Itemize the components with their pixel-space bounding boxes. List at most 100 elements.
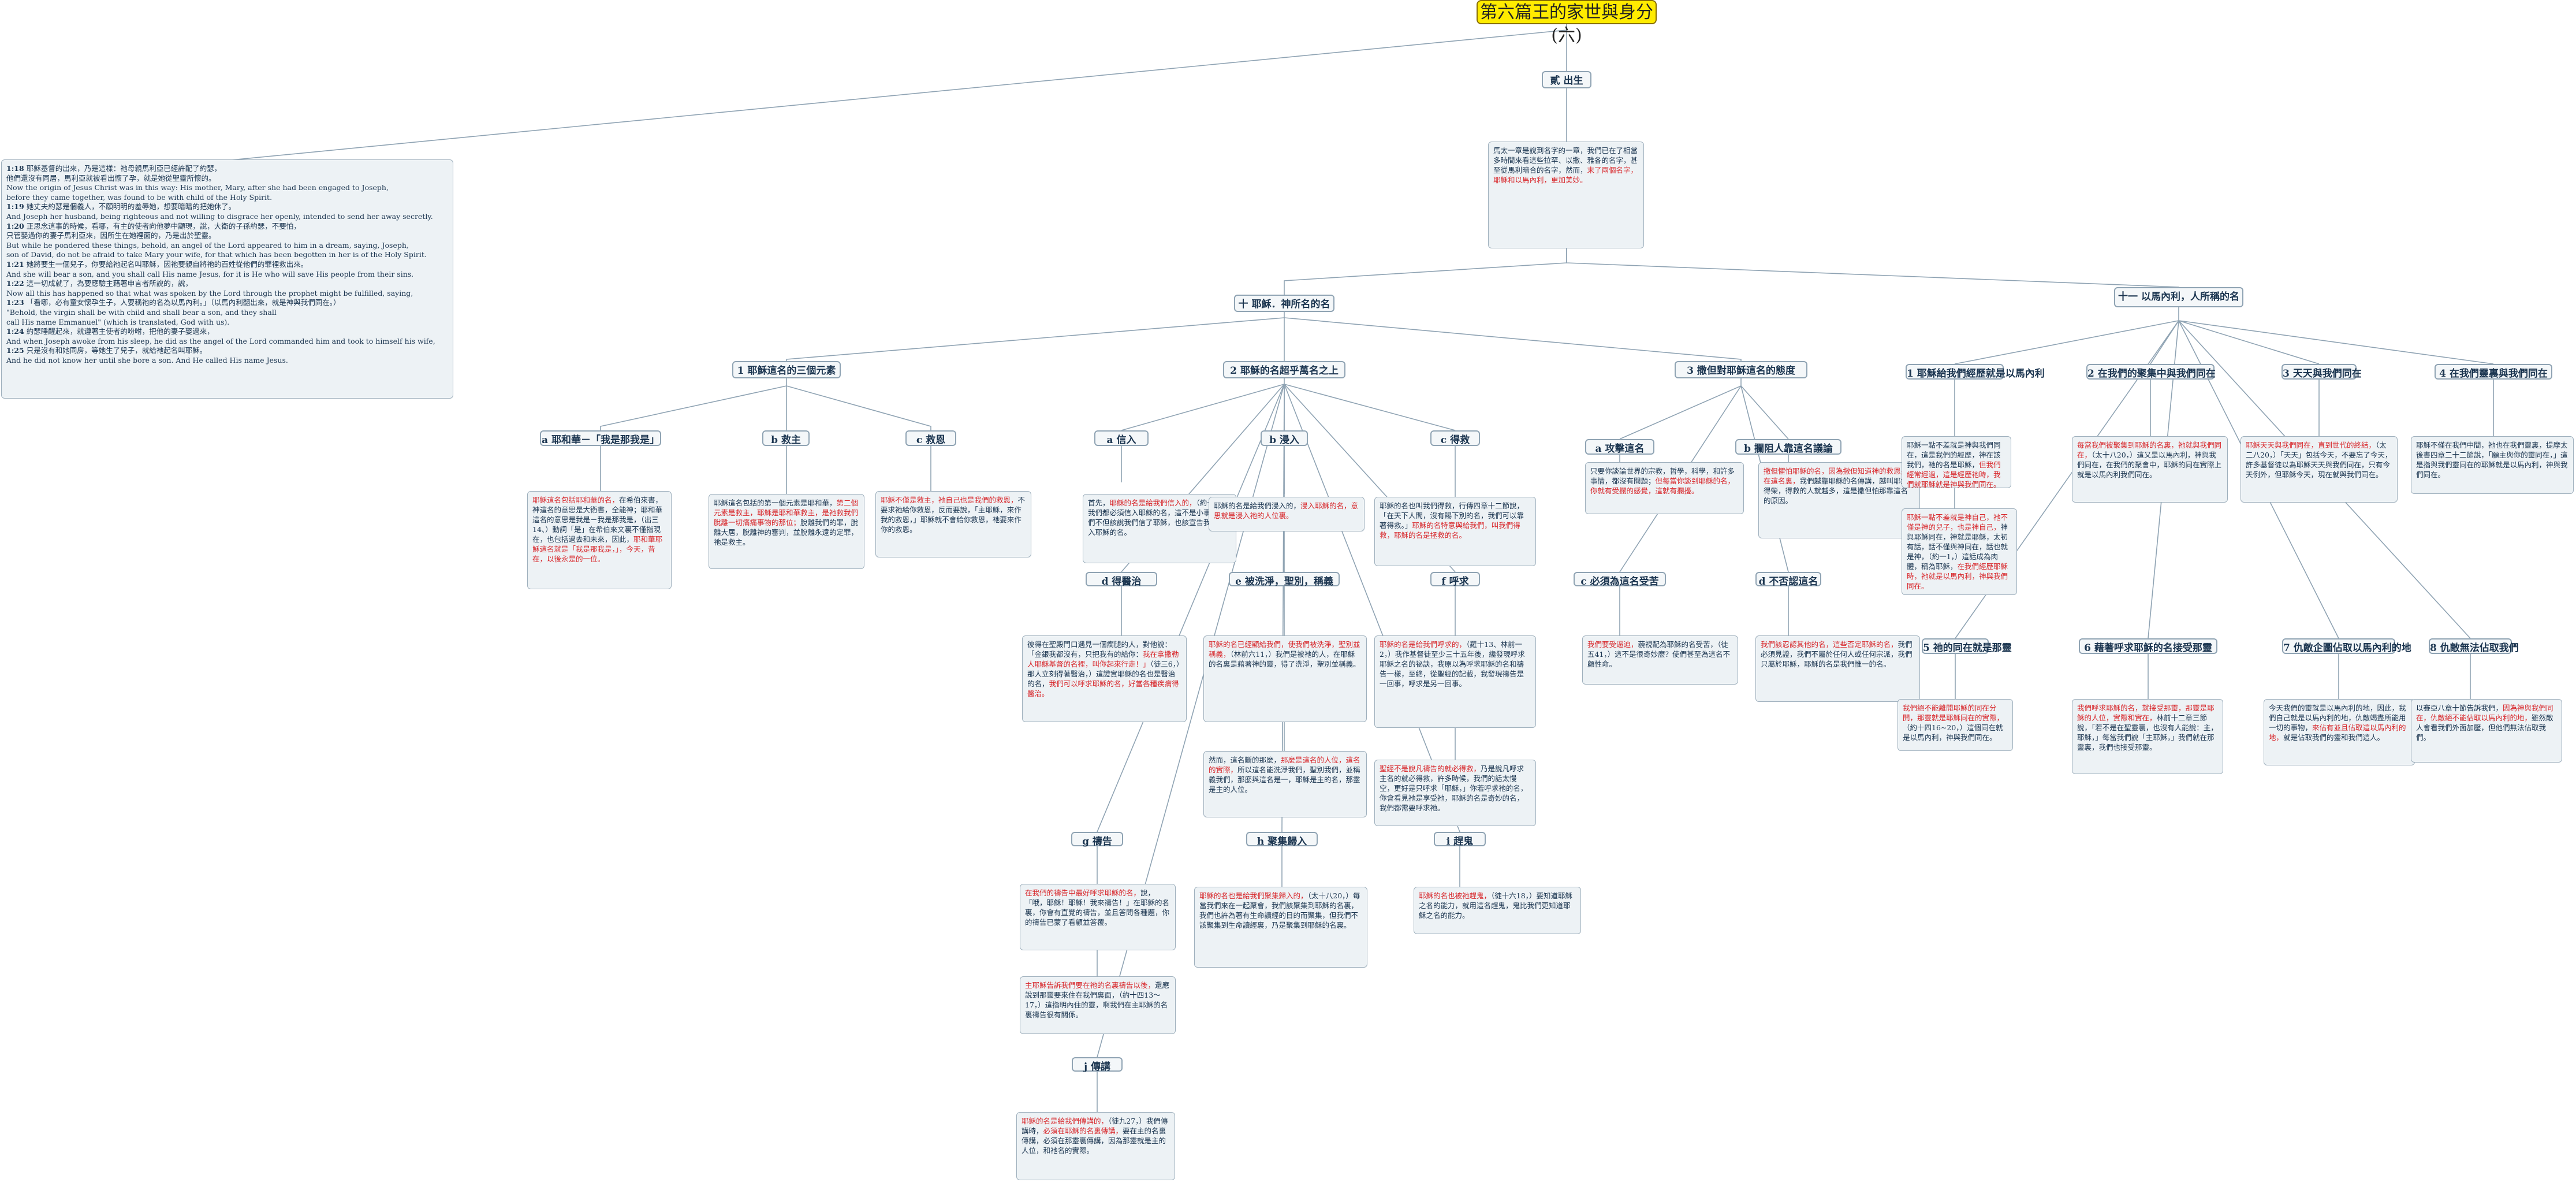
note-gather-into[interactable]: 耶穌的名也是給我們聚集歸入的，（太十八20，）每當我們來在一起聚會，我們該聚集到… <box>1194 887 1367 968</box>
scripture-line: 1:22 這一切成就了，為要應驗主藉著申言者所說的，說， <box>6 279 448 289</box>
note-text-segment: 每當我們被聚集到耶穌的名裏，祂就與我們同在， <box>2077 441 2222 459</box>
note-text-segment: 在我們的禱告中最好呼求耶穌的名， <box>1025 888 1141 897</box>
topic-healing[interactable]: d 得醫治 <box>1086 572 1157 588</box>
topic-not-deny-name[interactable]: d 不否認這名 <box>1755 572 1821 588</box>
note-experience-emmanuel[interactable]: 耶穌一點不差就是神與我們同在，這是我們的經歷，神在該我們，祂的名是耶穌，但我們經… <box>1902 436 2011 488</box>
note-call-on[interactable]: 耶穌的名是給我們呼求的，（羅十13、林前一2，）我作基督徒至少三十五年後，纔發現… <box>1374 635 1536 728</box>
note-washed-sanctified[interactable]: 耶穌的名已經顯給我們，使我們被洗淨，聖別並稱義，（林前六11，）我們是被祂的人，… <box>1203 635 1367 722</box>
note-text-segment: （羅十13、林前一2，）我作基督徒至少三十五年後，纔發現呼求耶穌之名的祕訣，我原… <box>1380 640 1525 688</box>
note-pray[interactable]: 在我們的禱告中最好呼求耶穌的名，說，「哦，耶穌！耶穌！我來禱告！」在耶穌的名裏，… <box>1020 884 1176 950</box>
note-text-segment: 藐視配為耶穌的名受苦，（徒五41，）這不是很奇妙麼？使們甚至為這名不顧性命。 <box>1587 640 1731 668</box>
note-savior[interactable]: 耶穌這名包括的第一個元素是耶和華，第二個元素是救主，耶穌是耶和華救主，是祂救我們… <box>709 494 864 569</box>
note-in-our-spirit[interactable]: 耶穌不僅在我們中間，祂也在我們靈裏，提摩太後書四章二十二節說，「願主與你的靈同在… <box>2411 436 2574 494</box>
note-healing[interactable]: 彼得在聖殿門口遇見一個瘸腿的人，對他說：「金銀我都沒有，只把我有的給你：我在拿撒… <box>1022 635 1187 722</box>
note-not-deny-name[interactable]: 我們該忍認其他的名，這些否定耶穌的名，我們必須見證，我們不屬於任何人或任何宗派，… <box>1755 635 1920 702</box>
note-call-on-2[interactable]: 聖經不是說凡禱告的就必得救，乃是說凡呼求主名的就必得救，許多時候，我們的話太慢空… <box>1374 760 1536 826</box>
note-text-segment: 我們該忍認其他的名，這些否定耶穌的名， <box>1761 640 1898 649</box>
topic-cast-out-demons[interactable]: i 趕鬼 <box>1434 832 1486 847</box>
topic-gather-into[interactable]: h 聚集歸入 <box>1246 832 1318 847</box>
topic-pray[interactable]: g 禱告 <box>1071 832 1123 847</box>
topic-jehovah[interactable]: a 耶和華－「我是那我是」 <box>540 430 661 446</box>
verse-text: 她丈夫約瑟是個義人，不願明明的羞辱她，想要暗暗的把她休了。 <box>24 202 236 211</box>
note-presence-is-spirit[interactable]: 我們絕不能離開耶穌的同在分開，那靈就是耶穌同在的實際，（約十四16~20，）這個… <box>1897 699 2013 751</box>
note-text-segment: （徒十六18，）要知道耶穌之名的能力，就用這名趕鬼，鬼比我們更知道耶穌之名的能力… <box>1419 891 1572 920</box>
note-cast-out-demons[interactable]: 耶穌的名也被祂趕鬼，（徒十六18，）要知道耶穌之名的能力，就用這名趕鬼，鬼比我們… <box>1414 887 1581 934</box>
note-jehovah[interactable]: 耶穌這名包括耶和華的名，在希伯來書，神這名的意思是大衛書，全能神；耶和華這名的意… <box>527 491 672 589</box>
note-text-segment: 耶穌的名是給我們信入的， <box>1109 499 1196 507</box>
scripture-line: before they came together, was found to … <box>6 193 448 203</box>
note-scripture-matthew-1[interactable]: 1:18 耶穌基督的出來，乃是這樣：祂母親馬利亞已經許配了約瑟，他們還沒有同居，… <box>1 159 453 399</box>
topic-emmanuel-name[interactable]: 十一 以馬內利，人所稱的名 <box>2114 287 2243 307</box>
topic-name-above-all[interactable]: 2 耶穌的名超乎萬名之上 <box>1223 361 1345 378</box>
verse-text: 耶穌基督的出來，乃是這樣：祂母親馬利亞已經許配了約瑟， <box>24 164 222 173</box>
topic-receive-spirit[interactable]: 6 藉著呼求耶穌的名接受那靈 <box>2079 638 2217 654</box>
scripture-line: 1:19 她丈夫約瑟是個義人，不願明明的羞辱她，想要暗暗的把她休了。 <box>6 202 448 212</box>
note-text-segment: 所以這名能洗淨我們，聖別我們，並稱義我們，那麼與這名是一，耶穌是主的名，那靈是主… <box>1209 765 1360 794</box>
topic-attack-name[interactable]: a 攻擊這名 <box>1585 439 1654 455</box>
topic-in-our-spirit[interactable]: 4 在我們靈裏與我們同在 <box>2435 364 2552 380</box>
topic-hinder-discussion[interactable]: b 攔阻人靠這名議論 <box>1735 439 1841 455</box>
topic-salvation[interactable]: c 救恩 <box>905 430 956 446</box>
note-washed-sanctified-2[interactable]: 然而，這名斷的那麼，那麼是這名的人位，這名的實際，所以這名能洗淨我們，聖別我們，… <box>1203 751 1367 817</box>
note-preach[interactable]: 耶穌的名是給我們傳講的，（徒九27，）我們傳講時，必須在耶穌的名裏傳講，要在主的… <box>1016 1112 1175 1180</box>
note-text-segment: 首先， <box>1088 499 1110 507</box>
verse-text: 他們還沒有同居，馬利亞就被看出懷了孕，就是她從聖靈所懷的。 <box>6 173 216 183</box>
note-attack-name[interactable]: 只要你談論世界的宗教，哲學，科學，和許多事情，都沒有問題；但每當你談到耶穌的名，… <box>1585 462 1744 514</box>
verse-ref: 1:21 <box>6 259 24 269</box>
verse-text: Now the origin of Jesus Christ was in th… <box>6 183 389 192</box>
topic-believe-into[interactable]: a 信入 <box>1094 430 1149 446</box>
note-be-saved[interactable]: 耶穌的名也叫我們得救，行傳四章十二節說，「在天下人間，沒有賜下別的名，我們可以靠… <box>1374 497 1536 566</box>
note-in-our-gatherings[interactable]: 每當我們被聚集到耶穌的名裏，祂就與我們同在，（太十八20，）這又是以馬內利，神與… <box>2072 436 2228 503</box>
note-pray-2[interactable]: 主耶穌告訴我們要在祂的名裏禱告以後，還應說到那靈要來住在我們裏面，（約十四13～… <box>1020 976 1176 1034</box>
note-text-segment: 我們呼求耶穌的名，就接受那靈，那靈是耶穌的人位，實際和實在， <box>2077 704 2215 722</box>
topic-birth[interactable]: 貳 出生 <box>1542 71 1591 88</box>
note-text-segment: 但每當你談到耶穌的名，你就有受攔的感覺，這就有攔擾。 <box>1590 477 1735 495</box>
verse-text: And Joseph her husband, being righteous … <box>6 211 433 221</box>
topic-savior[interactable]: b 救主 <box>762 430 810 446</box>
topic-be-saved[interactable]: c 得救 <box>1430 430 1480 446</box>
scripture-line: 1:24 約瑟睡醒起來，就遵著主使者的吩咐，把他的妻子娶過來， <box>6 327 448 337</box>
note-receive-spirit[interactable]: 我們呼求耶穌的名，就接受那靈，那靈是耶穌的人位，實際和實在，林前十二章三節說，「… <box>2072 699 2223 774</box>
topic-enemy-occupy-land[interactable]: 7 仇敵企圖佔取以馬內利的地 <box>2282 638 2411 654</box>
verse-ref: 1:19 <box>6 202 24 211</box>
topic-baptize-into[interactable]: b 浸入 <box>1261 430 1308 446</box>
note-text-segment: 只要你談論世界的宗教，哲學，科學，和許多事情，都沒有問題； <box>1590 467 1735 485</box>
verse-text: 只管娶過你的妻子馬利亞來，因所生在她裡面的，乃是出於聖靈。 <box>6 231 216 240</box>
note-daily-presence[interactable]: 耶穌天天與我們同在，直到世代的終結，（太二八20，）「天天」包括今天，不要忘了今… <box>2241 436 2398 503</box>
note-text-segment: 第二個元素是救主，耶穌是耶和華救主，是祂救我們脫離一切痛痛事物的那位； <box>714 499 859 527</box>
note-text-segment: 乃是說凡呼求主名的就必得救，許多時候，我們的話太慢空，更好是只呼求「耶穌，」你若… <box>1380 764 1528 812</box>
verse-ref: 1:20 <box>6 221 24 230</box>
note-birth[interactable]: 馬太一章是說到名字的一章，我們已在了相當多時間來看這些拉罕、以撒、雅各的名字，甚… <box>1488 142 1644 248</box>
scripture-line: Now all this has happened so that what w… <box>6 289 448 299</box>
note-salvation[interactable]: 耶穌不僅是救主，祂自己也是我們的救恩，不要求祂給你救恩，反而要說，「主耶穌，來作… <box>875 491 1031 557</box>
note-enemy-cannot-occupy[interactable]: 以賽亞八章十節告訴我們，因為神與我們同在，仇敵絕不能佔取以馬內利的地，雖然敵人會… <box>2411 699 2562 763</box>
topic-in-our-gatherings[interactable]: 2 在我們的聚集中與我們同在 <box>2086 364 2216 380</box>
note-experience-emmanuel-2[interactable]: 耶穌一點不差就是神自己，祂不僅是神的兒子，也是神自己，神與耶穌同在，神就是耶穌，… <box>1902 508 2017 595</box>
topic-enemy-cannot-occupy[interactable]: 8 仇敵無法佔取我們 <box>2429 638 2519 654</box>
note-hinder-discussion[interactable]: 撒但懼怕耶穌的名，因為撒但知道神的救恩是在這名裏，我們越靠耶穌的名傳講，越叫耶穌… <box>1758 462 1920 538</box>
verse-ref: 1:24 <box>6 327 24 336</box>
note-text-segment: 耶穌的名是給我們浸入的， <box>1214 501 1301 510</box>
topic-jesus-name[interactable]: 十 耶穌．神所名的名 <box>1234 295 1334 312</box>
scripture-line: And Joseph her husband, being righteous … <box>6 212 448 222</box>
topic-washed-sanctified[interactable]: e 被洗淨，聖別，稱義 <box>1229 572 1340 588</box>
verse-text: And she will bear a son, and you shall c… <box>6 269 414 278</box>
topic-suffer-for-name[interactable]: c 必須為這名受苦 <box>1574 572 1666 588</box>
topic-preach[interactable]: j 傳講 <box>1072 1057 1123 1073</box>
scripture-line: 他們還沒有同居，馬利亞就被看出懷了孕，就是她從聖靈所懷的。 <box>6 174 448 184</box>
note-text-segment: 要在主的名裏傳講，必須在那靈裏傳講，因為那靈就是主的人位，和祂名的實際。 <box>1022 1126 1166 1155</box>
note-text-segment: 末了兩個名字，耶穌和以馬內利，更加美妙。 <box>1493 166 1638 184</box>
topic-experience-emmanuel[interactable]: 1 耶穌給我們經歷就是以馬內利 <box>1906 364 2045 380</box>
topic-three-elements[interactable]: 1 耶穌這名的三個元素 <box>732 361 841 378</box>
note-enemy-occupy-land[interactable]: 今天我們的靈就是以馬內利的地，因此，我們自己就是以馬內利的地，仇敵竭盡所能用一切… <box>2264 699 2415 765</box>
topic-call-on[interactable]: f 呼求 <box>1430 572 1480 588</box>
topic-presence-is-spirit[interactable]: 5 祂的同在就是那靈 <box>1922 638 2012 654</box>
verse-text: before they came together, was found to … <box>6 192 273 202</box>
verse-ref: 1:22 <box>6 279 24 288</box>
topic-daily-presence[interactable]: 3 天天與我們同在 <box>2282 364 2362 380</box>
root-topic[interactable]: 第六篇王的家世與身分(六) <box>1477 0 1657 46</box>
topic-satan-attitude[interactable]: 3 撒但對耶穌這名的態度 <box>1675 361 1807 378</box>
note-suffer-for-name[interactable]: 我們要受逼迫，藐視配為耶穌的名受苦，（徒五41，）這不是很奇妙麼？使們甚至為這名… <box>1582 635 1738 685</box>
note-baptize-into[interactable]: 耶穌的名是給我們浸入的，浸入耶穌的名，意思就是浸入祂的人位裏。 <box>1209 497 1365 531</box>
note-text-segment: 雖然敵人會看我們外面加壓，但他們無法佔取我們。 <box>2416 713 2553 742</box>
